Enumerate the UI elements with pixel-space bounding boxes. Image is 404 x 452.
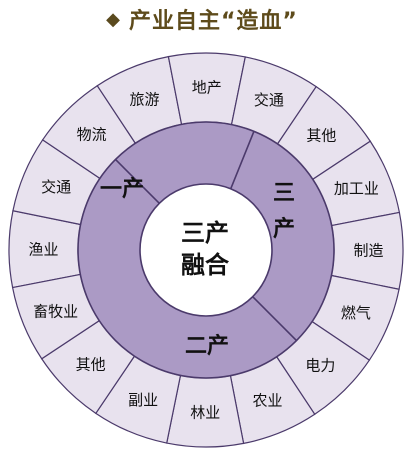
outer-segment-label: 旅游 bbox=[129, 91, 159, 109]
outer-segment-label: 地产 bbox=[192, 79, 222, 97]
inner-ring-divider bbox=[229, 131, 255, 190]
outer-segment-label: 农业 bbox=[253, 391, 283, 409]
outer-segment-label: 制造 bbox=[353, 242, 383, 260]
center-circle bbox=[139, 183, 273, 317]
outer-segment-label: 渔业 bbox=[28, 240, 58, 258]
outer-segment-label: 林业 bbox=[190, 403, 220, 421]
center-label-line1: 三产 bbox=[181, 219, 229, 247]
outer-segment-label: 其他 bbox=[76, 355, 106, 373]
ring-label-second-industry: 二产 bbox=[185, 334, 229, 359]
outer-segment-label: 电力 bbox=[305, 356, 335, 374]
ring-label-first-industry: 一产 bbox=[100, 177, 144, 202]
outer-segment-label: 其他 bbox=[306, 127, 336, 145]
title-text: 产业自主“造血” bbox=[128, 9, 298, 34]
outer-segment-label: 燃气 bbox=[341, 304, 371, 322]
center-label-line2: 融合 bbox=[181, 251, 230, 279]
ring-label-third-industry-top: 三 bbox=[273, 181, 295, 206]
outer-segment-label: 交通 bbox=[254, 91, 284, 109]
ring-label-third-industry-bottom: 产 bbox=[273, 217, 295, 242]
outer-segment-label: 加工业 bbox=[334, 179, 379, 197]
page-title: ◆ 产业自主“造血” bbox=[0, 0, 404, 38]
outer-segment-label: 物流 bbox=[77, 126, 107, 144]
outer-segment-label: 交通 bbox=[41, 178, 71, 196]
inner-ring-divider bbox=[252, 296, 298, 342]
outer-segment-label: 副业 bbox=[128, 391, 158, 409]
outer-ring bbox=[8, 52, 404, 448]
diamond-bullet-icon: ◆ bbox=[106, 8, 121, 30]
outer-segment-label: 畜牧业 bbox=[33, 303, 78, 321]
inner-ring-divider bbox=[114, 158, 160, 204]
